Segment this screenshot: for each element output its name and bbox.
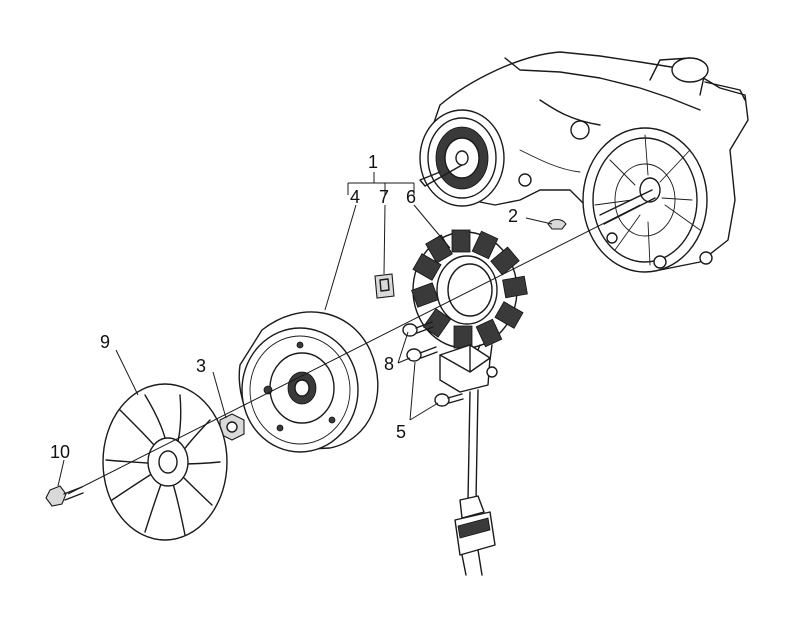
- callout-6: 6: [406, 187, 416, 207]
- assembly-axis: [67, 204, 641, 495]
- callout-7: 7: [379, 187, 389, 207]
- part-4-flywheel: [238, 311, 379, 453]
- part-7-clip: [374, 273, 395, 299]
- part-8-screw: [402, 321, 438, 362]
- part-9-cooling-fan: [102, 383, 228, 541]
- callout-1: 1: [368, 152, 378, 172]
- part-10-bolt: [45, 485, 84, 507]
- callout-leaders: [57, 172, 553, 487]
- callout-9: 9: [100, 332, 110, 352]
- callout-3: 3: [196, 356, 206, 376]
- part-5-screw: [434, 393, 464, 407]
- callout-10: 10: [50, 442, 70, 462]
- callout-2: 2: [508, 206, 518, 226]
- engine-crankcase: [419, 51, 749, 273]
- part-2-key: [547, 218, 567, 230]
- part-6-stator: [411, 229, 528, 576]
- magneto-cover-face: [582, 127, 708, 273]
- connector-plug: [454, 495, 496, 576]
- stator-coils: [411, 229, 528, 349]
- callout-4: 4: [350, 187, 360, 207]
- pickup-coil: [439, 344, 498, 393]
- callout-5: 5: [396, 422, 406, 442]
- callout-8: 8: [384, 354, 394, 374]
- clutch-drum: [419, 109, 505, 207]
